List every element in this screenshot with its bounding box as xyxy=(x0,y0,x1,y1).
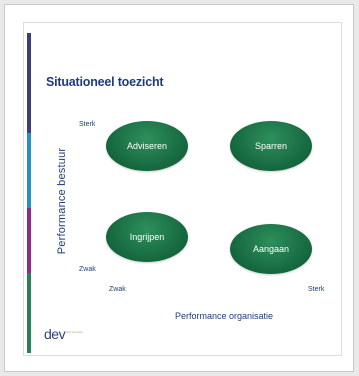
x-axis-low-label: Zwak xyxy=(109,286,126,293)
quadrant-sparren: Sparren xyxy=(230,121,312,171)
y-axis-low-label: Zwak xyxy=(79,266,96,273)
accent-stripe-blue xyxy=(27,133,31,208)
quadrant-aangaan: Aangaan xyxy=(230,224,312,274)
logo-text: dev xyxy=(44,326,66,342)
accent-stripe-purple xyxy=(27,208,31,273)
x-axis-label: Performance organisatie xyxy=(174,311,274,321)
y-axis-high-label: Sterk xyxy=(79,121,96,128)
x-axis-high-label: Sterk xyxy=(308,286,325,293)
slide-frame: Situationeel toezicht Performance bestuu… xyxy=(4,4,354,372)
accent-stripe-navy xyxy=(27,33,31,133)
accent-stripe-green xyxy=(27,273,31,353)
slide: Situationeel toezicht Performance bestuu… xyxy=(23,22,342,356)
y-axis-label: Performance bestuur xyxy=(56,147,68,255)
logo-tagline: ▪▪▪▪▪ ▪▪▪▪ ▪▪▪▪▪ xyxy=(66,330,83,334)
slide-title: Situationeel toezicht xyxy=(46,75,164,89)
quadrant-ingrijpen: Ingrijpen xyxy=(106,212,188,262)
dev-logo: dev ▪▪▪▪▪ ▪▪▪▪ ▪▪▪▪▪ xyxy=(44,326,94,348)
quadrant-adviseren: Adviseren xyxy=(106,121,188,171)
